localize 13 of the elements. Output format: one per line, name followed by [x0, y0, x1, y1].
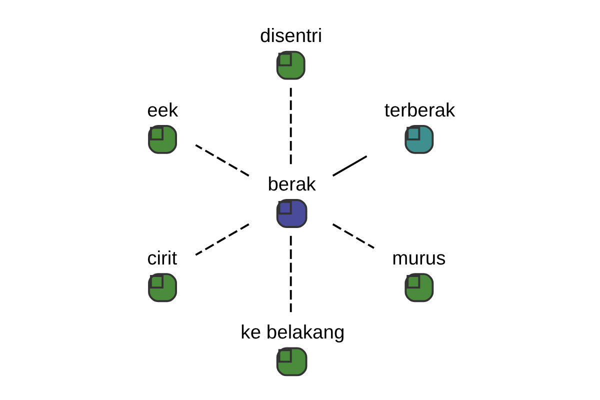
connector [332, 223, 374, 249]
node-label: terberak [384, 100, 455, 122]
node-label: murus [392, 248, 446, 270]
node-label: eek [146, 100, 178, 122]
node-label: berak [267, 174, 316, 196]
node-label: ke belakang [240, 322, 344, 344]
node-label: cirit [146, 248, 177, 270]
connector [289, 236, 292, 312]
connector [289, 88, 292, 164]
node-label: disentri [259, 26, 322, 48]
connector [332, 155, 367, 177]
connector [194, 144, 249, 177]
connector [194, 223, 249, 256]
